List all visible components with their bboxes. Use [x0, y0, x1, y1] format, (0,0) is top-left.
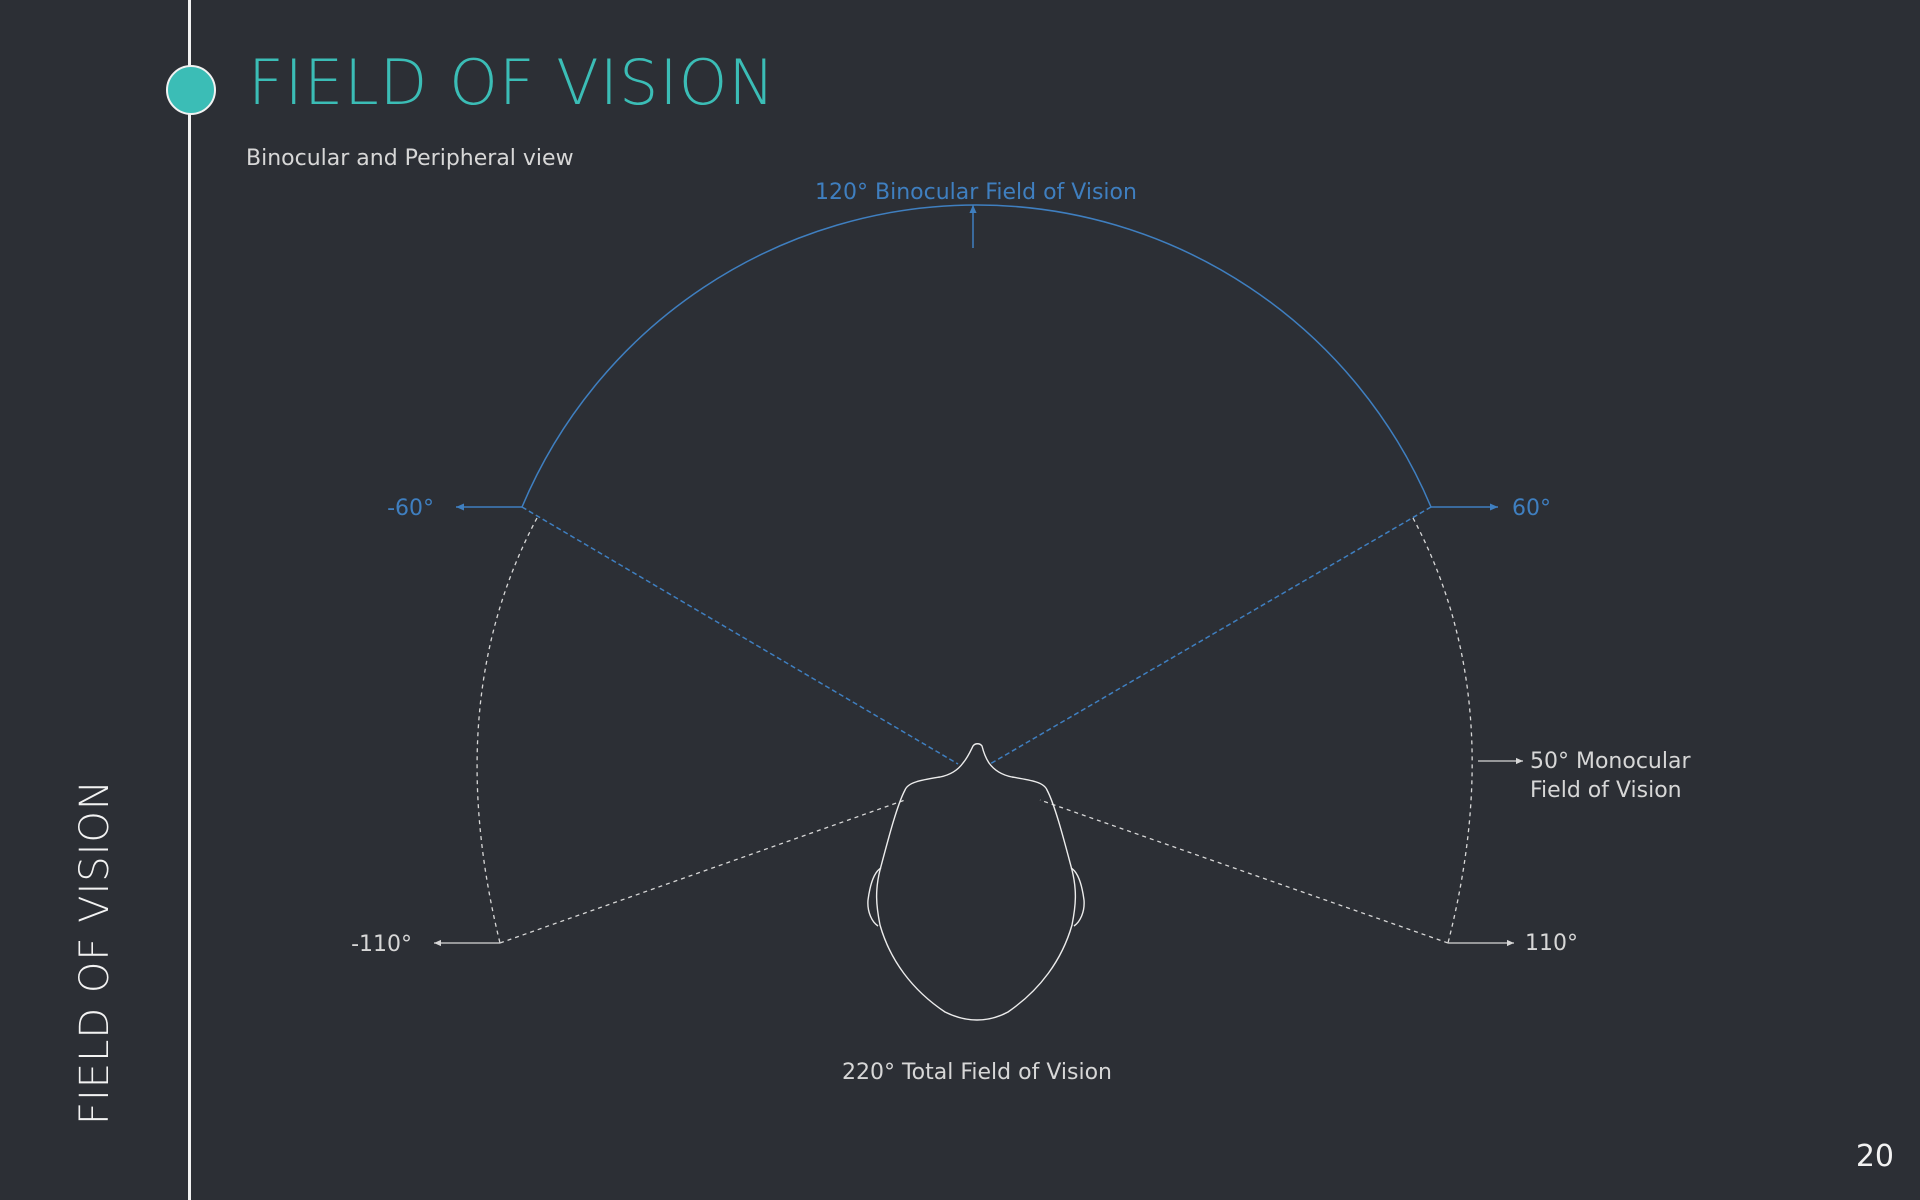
- total-left-boundary: [499, 799, 906, 944]
- right-total-angle: 110°: [1525, 931, 1578, 956]
- right-binocular-angle: 60°: [1512, 496, 1551, 521]
- total-field-label: 220° Total Field of Vision: [842, 1060, 1112, 1085]
- page-subtitle: Binocular and Peripheral view: [246, 146, 574, 171]
- page-number: 20: [1855, 1139, 1894, 1174]
- vertical-rail-line: [188, 0, 191, 1200]
- monocular-label-line1: 50° Monocular: [1530, 749, 1691, 774]
- monocular-label-line2: Field of Vision: [1530, 778, 1682, 803]
- title-bullet-dot: [166, 65, 216, 115]
- binocular-label: 120° Binocular Field of Vision: [815, 180, 1137, 205]
- left-total-angle: -110°: [351, 932, 412, 957]
- binocular-arc: [521, 204, 1432, 508]
- binocular-right-boundary: [989, 506, 1432, 765]
- right-ear-icon: [1070, 867, 1085, 927]
- left-binocular-angle: -60°: [387, 496, 434, 521]
- page-title: FIELD OF VISION: [248, 46, 776, 119]
- right-peripheral-arc: [1412, 517, 1473, 944]
- left-peripheral-arc: [476, 517, 538, 944]
- binocular-left-boundary: [521, 506, 959, 765]
- left-ear-icon: [867, 867, 882, 927]
- total-right-boundary: [1039, 799, 1449, 944]
- head-outline-icon: [875, 743, 1077, 1021]
